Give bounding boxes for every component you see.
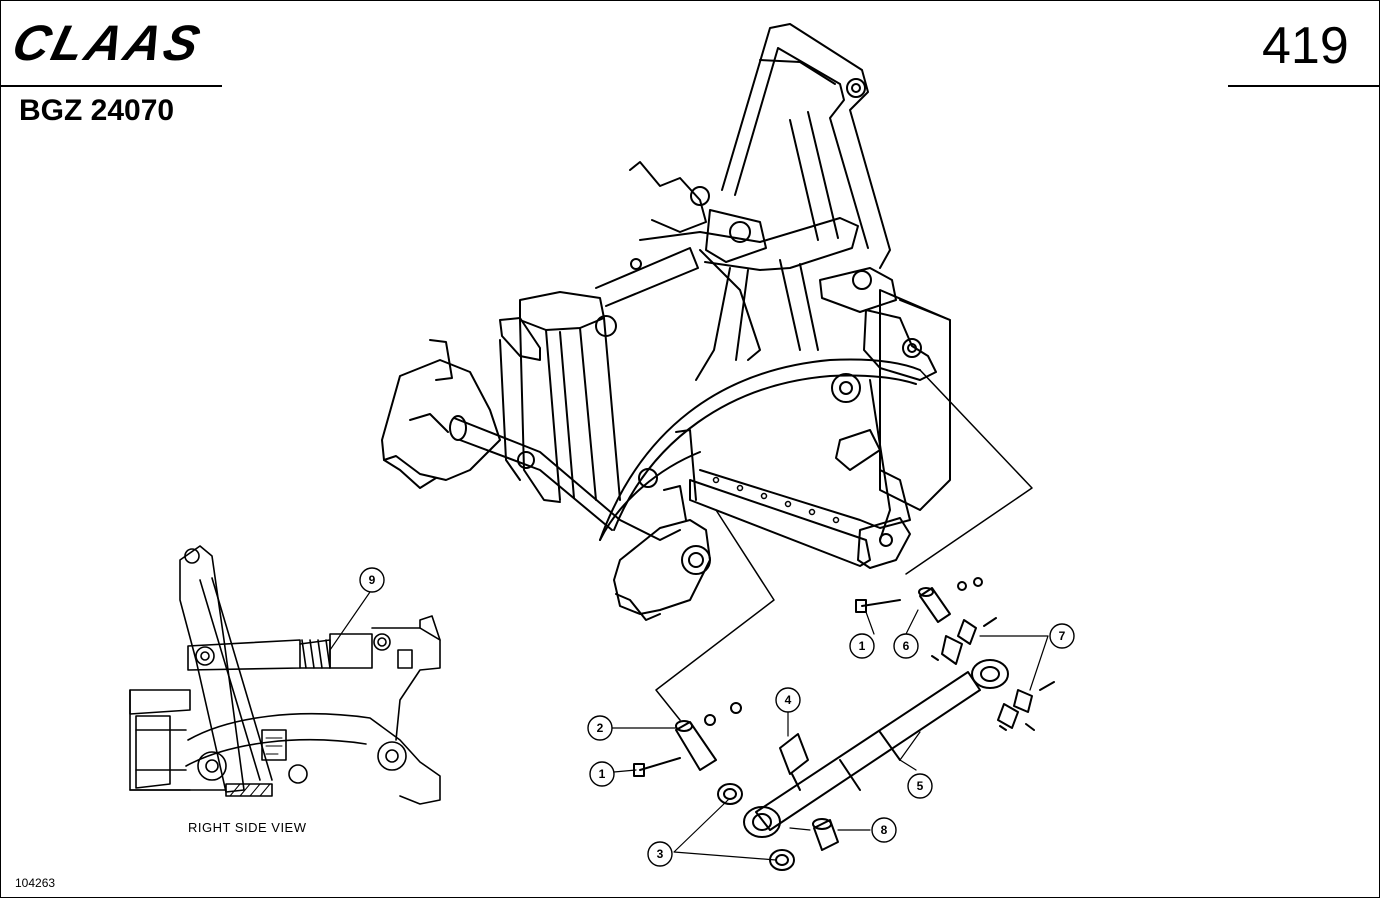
callout-label: 2 bbox=[597, 721, 604, 735]
callouts: 1 1 2 3 4 5 6 7 bbox=[359, 567, 1075, 867]
callout-label: 9 bbox=[369, 573, 376, 587]
inset-caption: RIGHT SIDE VIEW bbox=[188, 820, 307, 835]
bolt-part-1-left bbox=[633, 757, 681, 777]
front-hitch-assembly bbox=[381, 23, 951, 621]
callout-label: 1 bbox=[599, 767, 606, 781]
callout-5[interactable]: 5 bbox=[907, 773, 933, 799]
right-side-view-inset bbox=[129, 545, 441, 805]
drawing-number: 104263 bbox=[15, 876, 56, 890]
callout-3[interactable]: 3 bbox=[647, 841, 673, 867]
callout-1-right[interactable]: 1 bbox=[849, 633, 875, 659]
callout-label: 5 bbox=[917, 779, 924, 793]
callout-label: 6 bbox=[903, 639, 910, 653]
link-rod-part-5 bbox=[743, 659, 1009, 838]
model-number: BGZ 24070 bbox=[19, 94, 175, 127]
callout-label: 8 bbox=[881, 823, 888, 837]
callout-9[interactable]: 9 bbox=[359, 567, 385, 593]
page-number: 419 bbox=[1262, 17, 1349, 75]
sleeve-part-8 bbox=[812, 818, 839, 851]
callout-8[interactable]: 8 bbox=[871, 817, 897, 843]
callout-2[interactable]: 2 bbox=[587, 715, 613, 741]
pin-part-2 bbox=[675, 720, 717, 771]
callout-6[interactable]: 6 bbox=[893, 633, 919, 659]
seal-part-4 bbox=[779, 733, 809, 791]
callout-label: 3 bbox=[657, 847, 664, 861]
header-rule-left bbox=[0, 85, 222, 87]
callout-leaders bbox=[329, 591, 1049, 861]
callout-label: 4 bbox=[785, 693, 792, 707]
header-rule-right bbox=[1228, 85, 1380, 87]
assembly-leader-lines bbox=[655, 369, 1033, 721]
callout-label: 1 bbox=[859, 639, 866, 653]
clip-part-7 bbox=[931, 617, 1055, 731]
exploded-parts bbox=[633, 577, 1055, 871]
pin-part-6 bbox=[918, 577, 983, 623]
callout-7[interactable]: 7 bbox=[1049, 623, 1075, 649]
callout-1-left[interactable]: 1 bbox=[589, 761, 615, 787]
callout-4[interactable]: 4 bbox=[775, 687, 801, 713]
bolt-part-1-right bbox=[855, 599, 901, 613]
callout-label: 7 bbox=[1059, 629, 1066, 643]
